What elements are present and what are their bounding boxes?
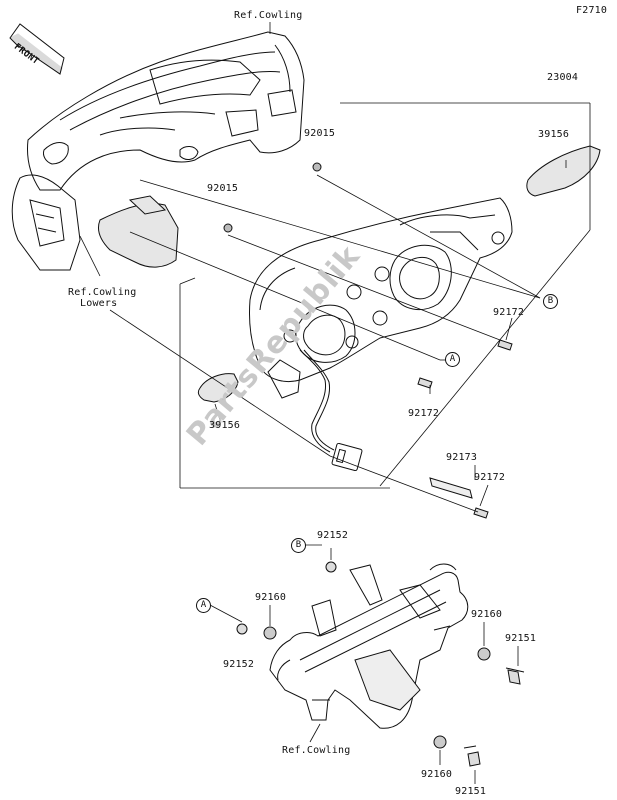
label-92172-b: 92172: [408, 408, 440, 419]
cowling-lowers-drawing: [11, 174, 81, 271]
front-arrow-icon: [9, 23, 65, 75]
grommet-92015-a: [312, 162, 322, 172]
label-92151-right: 92151: [505, 633, 537, 644]
clip-92173-icon: [429, 477, 473, 499]
label-92015-b: 92015: [207, 183, 239, 194]
label-ref-cowling-bottom: Ref.Cowling: [282, 745, 351, 756]
washer-92152-top-icon: [325, 561, 337, 573]
washer-92152-left-icon: [236, 623, 248, 635]
headlight-bracket-drawing: [269, 563, 469, 729]
headlight-assembly-drawing: [249, 197, 513, 399]
label-ref-cowling-top: Ref.Cowling: [234, 10, 303, 21]
callout-b-lower: B: [291, 538, 306, 553]
inner-cover-drawing: [97, 195, 179, 268]
label-ref-cowling-lowers-2: Lowers: [80, 298, 118, 309]
label-92015-a: 92015: [304, 128, 336, 139]
grommet-92015-b: [223, 223, 233, 233]
callout-a-upper: A: [445, 352, 460, 367]
label-ref-cowling-lowers-1: Ref.Cowling: [68, 287, 137, 298]
collar-92160-left-icon: [263, 626, 277, 640]
pad-39156-left-drawing: [197, 373, 239, 403]
label-92172-a: 92172: [493, 307, 525, 318]
collar-92160-bottom-icon: [433, 735, 447, 749]
label-92152-top: 92152: [317, 530, 349, 541]
screw-92172-a-icon: [497, 339, 513, 351]
callout-a-lower: A: [196, 598, 211, 613]
label-92172-c: 92172: [474, 472, 506, 483]
label-23004: 23004: [547, 72, 579, 83]
label-92151-bottom: 92151: [455, 786, 487, 797]
label-92160-right: 92160: [471, 609, 503, 620]
screw-92172-c-icon: [473, 507, 489, 519]
label-39156-left: 39156: [209, 420, 241, 431]
label-92173: 92173: [446, 452, 478, 463]
label-92152-left: 92152: [223, 659, 255, 670]
bolt-92151-bottom-icon: [463, 745, 481, 767]
callout-b-upper: B: [543, 294, 558, 309]
wiring-harness-drawing: [299, 349, 363, 472]
upper-cowling-drawing: [27, 31, 305, 191]
collar-92160-right-icon: [477, 647, 491, 661]
label-92160-left: 92160: [255, 592, 287, 603]
bolt-92151-right-icon: [505, 667, 525, 685]
label-39156-right: 39156: [538, 129, 570, 140]
diagram-code: F2710: [576, 5, 608, 16]
label-92160-bottom: 92160: [421, 769, 453, 780]
pad-39156-right-drawing: [526, 145, 601, 197]
